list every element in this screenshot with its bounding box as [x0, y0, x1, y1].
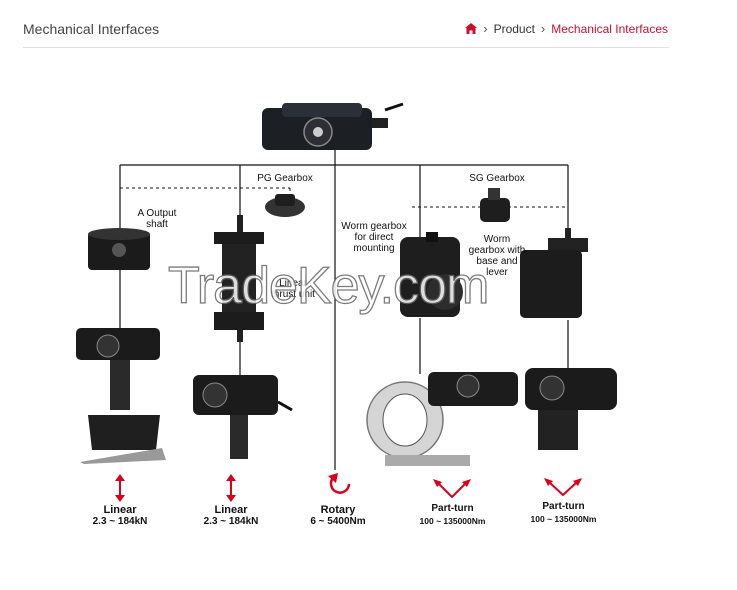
- caption-part-turn-1: Part-turn 100 ~ 135000Nm: [419, 503, 486, 526]
- part-turn-arrow-icon: [433, 479, 471, 499]
- linear-thrust-unit-image: [214, 215, 264, 342]
- linear-thrust-actuator-image: [193, 375, 293, 459]
- breadcrumb-current: Mechanical Interfaces: [551, 21, 668, 36]
- pg-gearbox-label: PG Gearbox: [257, 173, 313, 184]
- a-output-shaft-image: [88, 228, 150, 270]
- worm-gearbox-direct-image: [400, 232, 463, 317]
- caption-linear-2: Linear 2.3 ~ 184kN: [203, 504, 259, 527]
- linear-arrow-icon: [115, 474, 125, 502]
- part-turn-actuator-image: [525, 368, 617, 450]
- sg-gearbox-label: SG Gearbox: [469, 173, 525, 184]
- motion-icons: [115, 473, 582, 502]
- sg-gearbox-image: [480, 188, 510, 222]
- rotary-arrow-icon: [328, 473, 351, 494]
- linear-arrow-icon: [226, 474, 236, 502]
- watermark: TradeKey.com: [167, 256, 490, 315]
- main-actuator-image: [262, 102, 404, 150]
- rotary-butterfly-valve-image: [366, 372, 518, 466]
- connector-lines: [119, 148, 569, 470]
- pg-gearbox-image: [265, 194, 305, 217]
- caption-linear-1: Linear 2.3 ~ 184kN: [92, 504, 148, 527]
- breadcrumb-separator: ›: [483, 21, 488, 36]
- breadcrumb: › Product › Mechanical Interfaces: [465, 21, 668, 36]
- breadcrumb-product[interactable]: Product: [493, 21, 535, 36]
- page-title: Mechanical Interfaces: [23, 21, 160, 37]
- breadcrumb-separator: ›: [540, 21, 546, 36]
- worm-gearbox-base-lever-image: [520, 228, 588, 318]
- caption-rotary: Rotary 6 ~ 5400Nm: [310, 504, 366, 527]
- part-turn-arrow-icon: [544, 478, 582, 497]
- header-divider: [23, 47, 669, 48]
- linear-valve-actuator-image: [76, 328, 166, 464]
- home-icon[interactable]: [465, 23, 478, 34]
- caption-part-turn-2: Part-turn 100 ~ 135000Nm: [530, 501, 597, 524]
